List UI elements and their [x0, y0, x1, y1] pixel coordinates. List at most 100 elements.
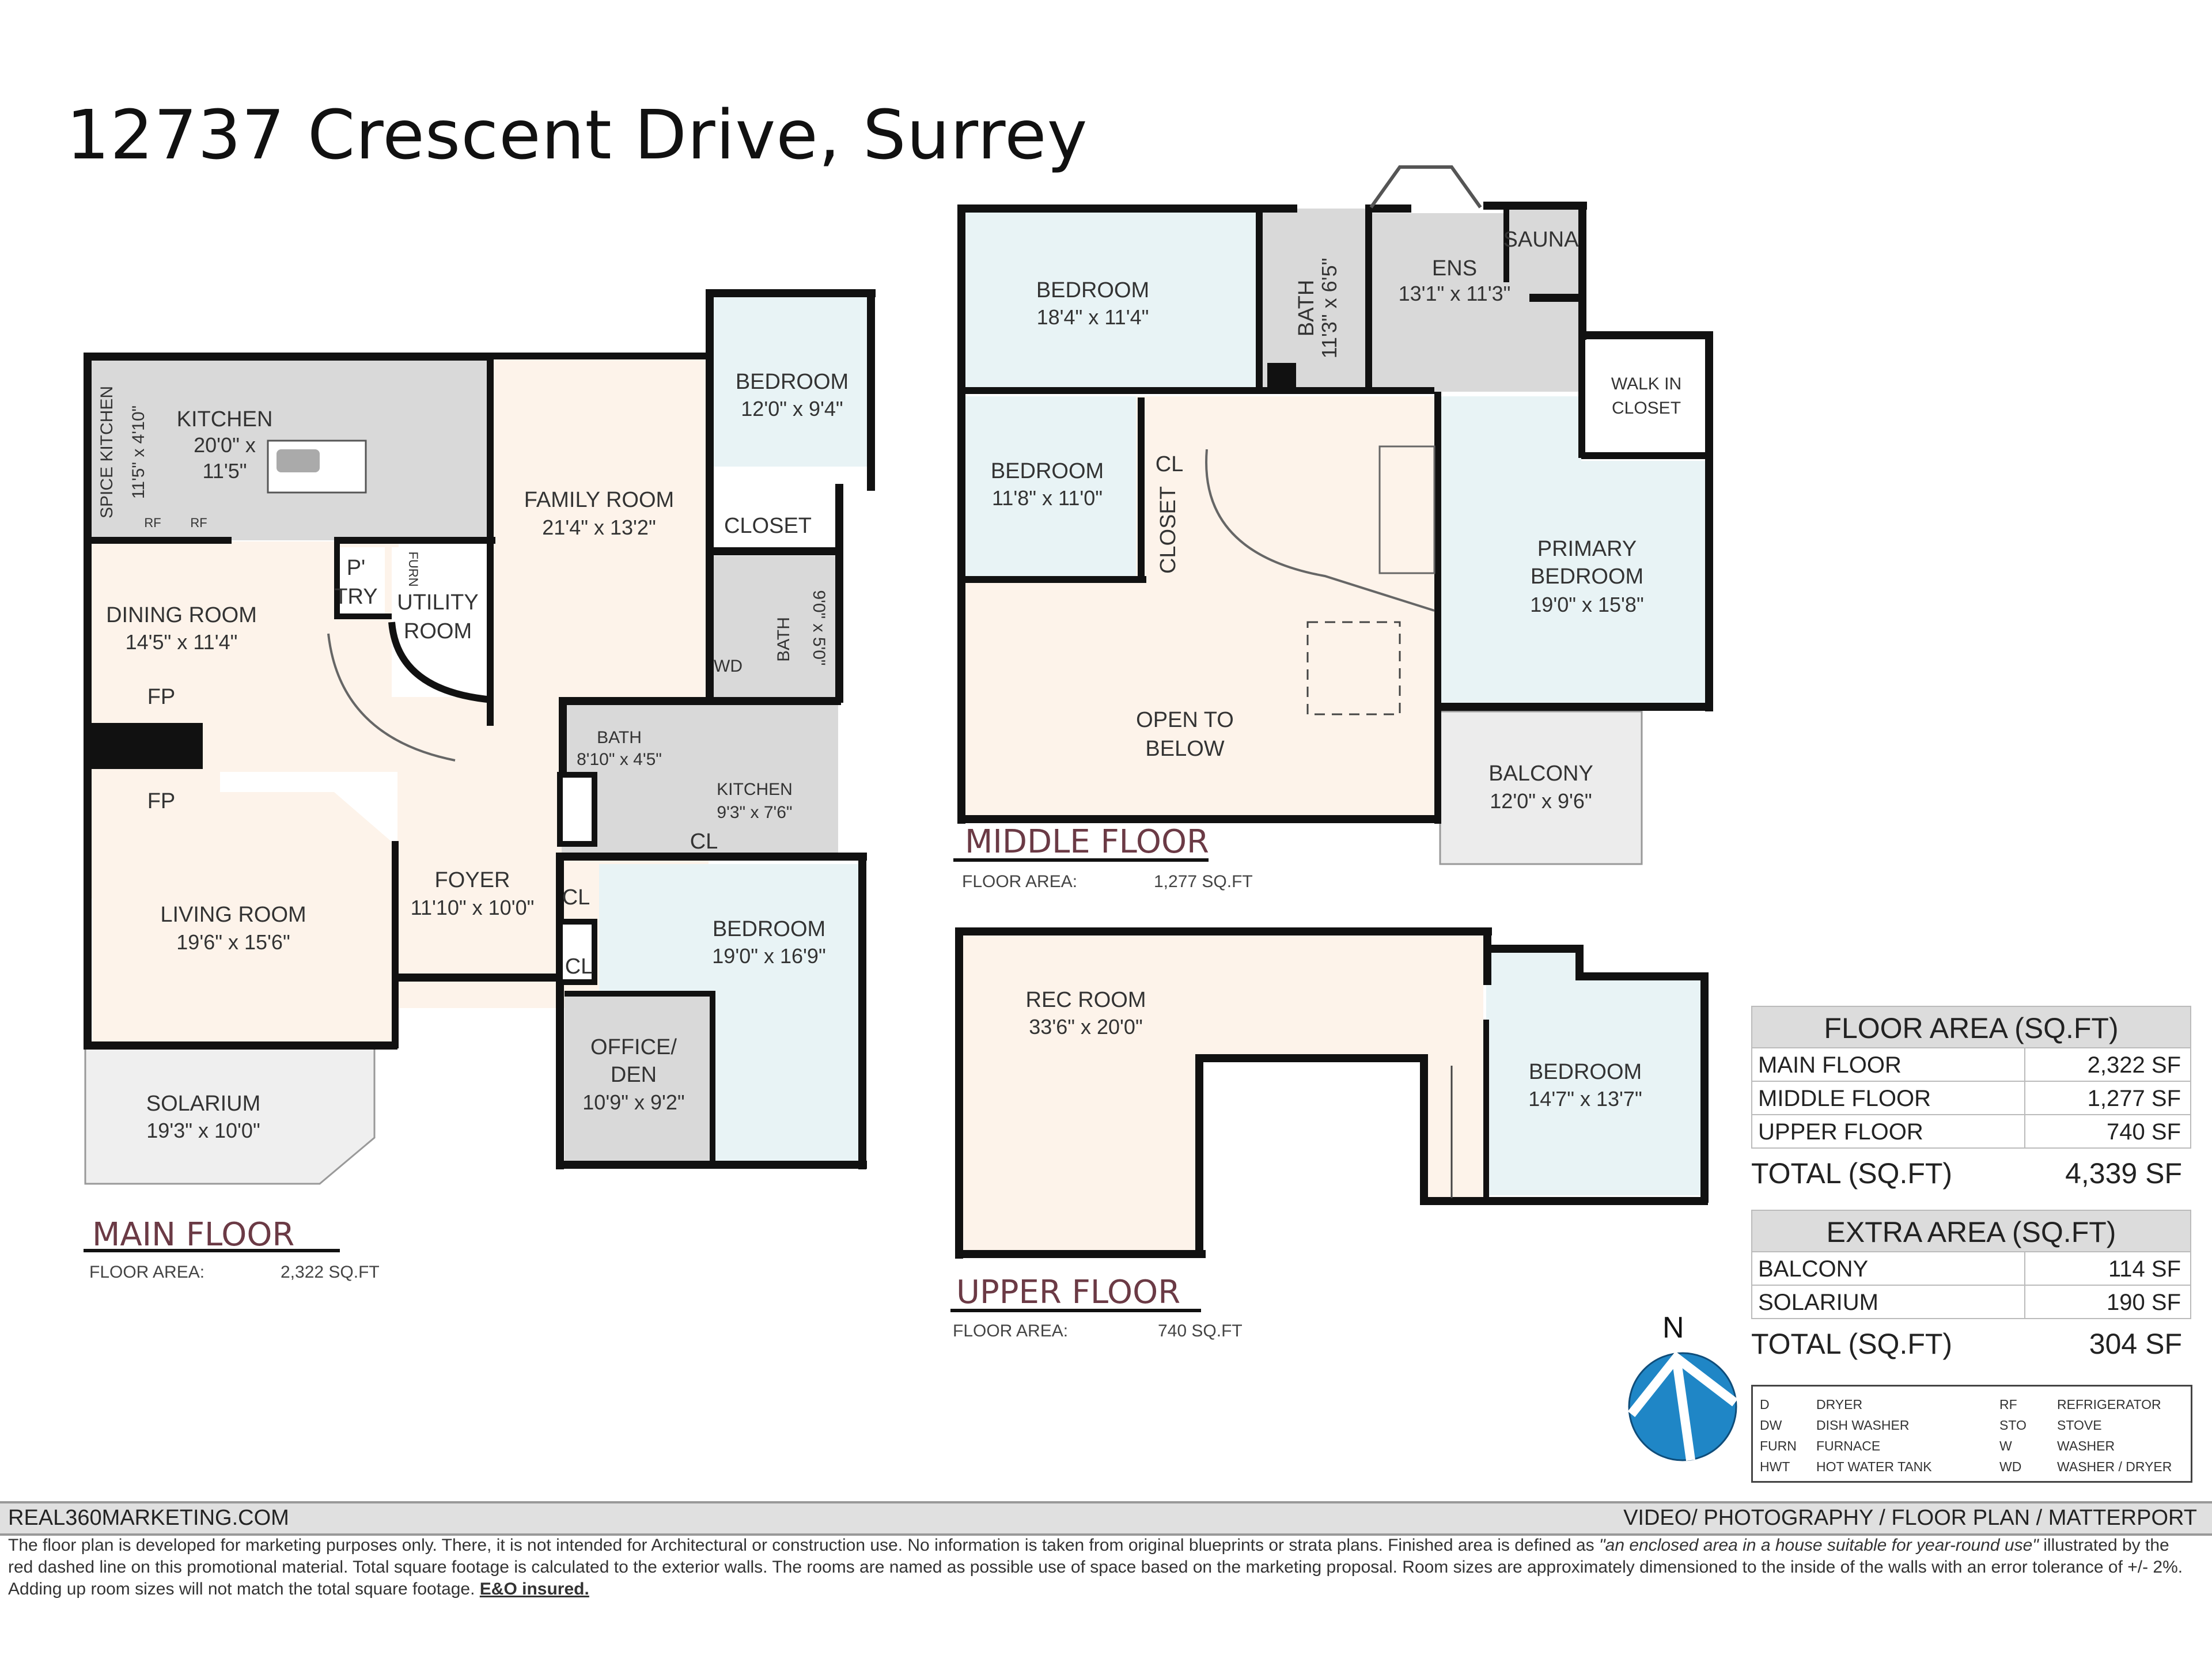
upper-stair-area — [1423, 1055, 1483, 1199]
mid-bedroom-w-dim: 11'8" x 11'0" — [992, 486, 1103, 510]
legend-meaning: HOT WATER TANK — [1816, 1459, 1932, 1474]
kitchen2-name: KITCHEN — [717, 780, 793, 799]
ens-dim: 13'1" x 11'3" — [1399, 282, 1511, 305]
fp-label-top: FP — [147, 685, 176, 709]
total-value: 4,339 SF — [2065, 1157, 2182, 1190]
ens-name: ENS — [1432, 256, 1477, 281]
living-room-dim: 19'6" x 15'6" — [176, 930, 290, 954]
primary-bedroom-name-1: PRIMARY — [1537, 537, 1637, 561]
total-label: TOTAL (SQ.FT) — [1751, 1328, 1953, 1360]
main-stair-curve-icon — [327, 633, 456, 762]
extra-area-table: EXTRA AREA (SQ.FT) BALCONY 114 SF SOLARI… — [1751, 1210, 2191, 1364]
disclaimer-italic: "an enclosed area in a house suitable fo… — [1599, 1536, 2039, 1555]
north-arrow-icon — [1627, 1351, 1738, 1461]
row-value: 190 SF — [2107, 1290, 2181, 1315]
foyer-dim: 11'10" x 10'0" — [411, 896, 535, 919]
closet-area — [711, 467, 838, 547]
upper-bedroom-area — [1486, 945, 1702, 1195]
upper-floor-area-value: 740 SQ.FT — [1158, 1321, 1243, 1340]
mid-bedroom-w-area — [963, 396, 1136, 581]
upper-floor-underline — [950, 1309, 1201, 1312]
bedroom-se-dim: 19'0" x 16'9" — [712, 944, 825, 968]
middle-floor-underline — [953, 858, 1209, 862]
open-to-below-name-1: OPEN TO — [1136, 708, 1234, 732]
foyer-cl-1: CL — [562, 885, 590, 910]
main-floor-title: MAIN FLOOR — [92, 1216, 294, 1253]
services-text: VIDEO/ PHOTOGRAPHY / FLOOR PLAN / MATTER… — [1623, 1506, 2197, 1530]
mid-cl-name: CL — [1156, 452, 1184, 476]
disclaimer: The floor plan is developed for marketin… — [8, 1535, 2197, 1600]
legend-abbr: WD — [1999, 1459, 2022, 1474]
legend-meaning: WASHER — [2057, 1438, 2115, 1453]
legend-meaning: REFRIGERATOR — [2057, 1397, 2161, 1412]
bay-window — [1369, 165, 1482, 209]
kitchen-dim2: 11'5" — [202, 459, 247, 483]
kitchen-dim: 20'0" x — [194, 433, 256, 457]
legend-meaning: DRYER — [1816, 1397, 1863, 1412]
legend-abbr: STO — [1999, 1418, 2027, 1433]
sauna-area — [1503, 207, 1578, 294]
family-room-area — [493, 356, 711, 702]
living-room-name: LIVING ROOM — [160, 903, 306, 927]
utility-curved-wall — [388, 622, 493, 703]
foyer-cl-2: CL — [565, 955, 593, 979]
mid-stair-curve-icon — [1205, 449, 1435, 612]
table-row: BALCONY 114 SF — [1751, 1252, 2191, 1286]
row-label: UPPER FLOOR — [1752, 1115, 2025, 1147]
total-value: 304 SF — [2089, 1328, 2182, 1360]
open-to-below-dashed-area — [1306, 621, 1401, 715]
floor-area-total: TOTAL (SQ.FT) 4,339 SF — [1751, 1149, 2191, 1194]
utility-name-1: UTILITY — [397, 590, 478, 615]
main-floor-area-label: FLOOR AREA: — [89, 1263, 204, 1282]
family-room-dim: 21'4" x 13'2" — [542, 516, 656, 539]
wd-label: WD — [714, 657, 743, 676]
rf-label-1: RF — [144, 516, 161, 530]
family-room-name: FAMILY ROOM — [524, 488, 674, 512]
row-value: 1,277 SF — [2087, 1086, 2181, 1111]
mid-closet-name: CLOSET — [1156, 486, 1180, 574]
office-name-1: OFFICE/ — [590, 1035, 677, 1059]
mid-bedroom-nw-dim: 18'4" x 11'4" — [1037, 305, 1149, 329]
floor-area-table: FLOOR AREA (SQ.FT) MAIN FLOOR 2,322 SF M… — [1751, 1006, 2191, 1194]
bath-small-dim: 8'10" x 4'5" — [577, 750, 662, 769]
table-row: MAIN FLOOR 2,322 SF — [1751, 1048, 2191, 1082]
utility-name-2: ROOM — [404, 619, 472, 643]
dining-room-dim: 14'5" x 11'4" — [126, 630, 238, 654]
furn-label: FURN — [406, 551, 421, 586]
mid-straight-stair-icon — [1378, 445, 1435, 574]
bath-wd-name: BATH — [774, 617, 793, 662]
open-to-below-name-2: BELOW — [1145, 737, 1224, 761]
legend-abbr: D — [1760, 1397, 1770, 1412]
legend-meaning: WASHER / DRYER — [2057, 1459, 2172, 1474]
mid-bath-area — [1259, 209, 1368, 387]
row-value: 114 SF — [2108, 1256, 2181, 1282]
legend-meaning: STOVE — [2057, 1418, 2102, 1433]
pantry-area — [340, 547, 385, 616]
balcony-dim: 12'0" x 9'6" — [1490, 789, 1592, 813]
upper-floor-walls — [955, 927, 1709, 1259]
mid-bath-dim: 11'3" x 6'5" — [1317, 258, 1341, 359]
kitchen-name: KITCHEN — [177, 407, 273, 431]
rec-room-name: REC ROOM — [1026, 988, 1146, 1012]
disclaimer-text-2: illustrated by the red dashed line on th… — [8, 1536, 2183, 1599]
rf-label-2: RF — [190, 516, 207, 530]
office-area — [565, 994, 711, 1164]
primary-bedroom-dim: 19'0" x 15'8" — [1530, 593, 1643, 616]
middle-floor-area-label: FLOOR AREA: — [962, 872, 1077, 891]
legend-meaning: FURNACE — [1816, 1438, 1881, 1453]
row-value: 740 SF — [2107, 1119, 2181, 1145]
extra-area-header: EXTRA AREA (SQ.FT) — [1751, 1210, 2191, 1252]
main-floor-walls — [84, 289, 876, 1169]
table-row: UPPER FLOOR 740 SF — [1751, 1115, 2191, 1149]
upper-floor-plan: REC ROOM 33'6" x 20'0" BEDROOM 14'7" x 1… — [950, 927, 1709, 1340]
kitchen2-cl: CL — [690, 830, 718, 854]
walk-in-closet-name-1: WALK IN — [1611, 374, 1681, 393]
row-value: 2,322 SF — [2087, 1052, 2181, 1078]
dining-room-name: DINING ROOM — [106, 603, 257, 627]
middle-floor-walls — [957, 202, 1713, 824]
website-link[interactable]: REAL360MARKETING.COM — [8, 1506, 289, 1530]
pantry-name-2: TRY — [334, 585, 377, 609]
bedroom-ne-name: BEDROOM — [736, 370, 849, 394]
open-to-below-lower — [963, 582, 1435, 817]
primary-bedroom-name-2: BEDROOM — [1531, 565, 1643, 589]
